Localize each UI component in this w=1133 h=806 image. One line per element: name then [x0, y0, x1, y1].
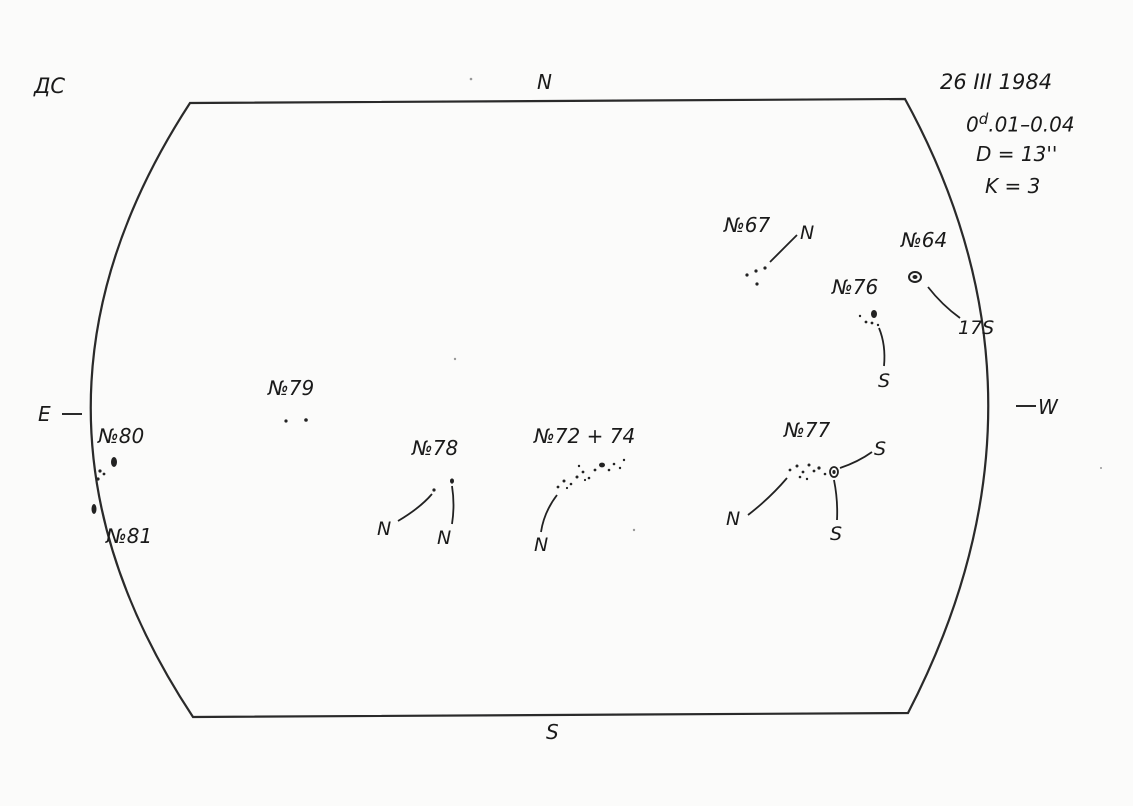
sunspot-group-72-74 [556, 458, 626, 490]
polarity-77-s2: S [830, 523, 843, 545]
observation-time: 0d.01–0.04 [966, 110, 1075, 137]
compass-south: S [546, 720, 559, 744]
polarity-67-n: N [800, 222, 815, 244]
polarity-77-n: N [726, 508, 741, 530]
label-group-79: №79 [268, 376, 315, 400]
leader-77-s1 [839, 451, 873, 469]
label-group-72-74: №72 + 74 [534, 424, 636, 448]
label-group-76: №76 [832, 275, 879, 299]
label-group-81: №81 [106, 524, 153, 548]
observation-date: 26 III 1984 [940, 70, 1053, 94]
polarity-72-n: N [534, 534, 549, 556]
compass-east: E [38, 402, 51, 426]
polarity-64-s: 17S [958, 317, 995, 339]
polarity-76-s: S [878, 370, 891, 392]
disk-diameter: D = 13'' [976, 142, 1058, 166]
sunspot-group-76 [858, 310, 880, 327]
leader-64 [927, 286, 961, 319]
label-group-67: №67 [724, 213, 771, 237]
sunspot-group-67 [745, 266, 767, 286]
time-superscript: d [978, 110, 989, 128]
leader-78-a [397, 493, 433, 522]
polarity-78-n2: N [437, 527, 452, 549]
leader-77-s2 [833, 479, 839, 521]
polarity-77-s1: S [874, 438, 887, 460]
leader-76 [878, 327, 886, 367]
k-value: K = 3 [985, 174, 1041, 198]
label-group-80: №80 [98, 424, 145, 448]
leader-77-n [747, 477, 788, 516]
observer-initials: ДС [34, 74, 66, 98]
compass-north: N [537, 70, 552, 94]
leader-67 [769, 234, 798, 263]
sunspot-group-80 [96, 457, 117, 481]
sunspot-group-64 [908, 271, 922, 283]
label-group-64: №64 [901, 228, 948, 252]
sunspot-group-79 [284, 418, 308, 423]
leader-72-74 [540, 494, 558, 533]
paper-speckles [453, 77, 1102, 532]
polarity-78-n1: N [377, 518, 392, 540]
label-group-78: №78 [412, 436, 459, 460]
disk-boundary [89, 97, 990, 719]
sunspot-group-81 [91, 504, 97, 514]
compass-west: W [1038, 395, 1058, 419]
sunspot-group-78 [432, 478, 454, 492]
time-prefix: 0 [966, 112, 979, 137]
sunspot-group-77 [788, 463, 839, 481]
leader-78-b [451, 485, 455, 525]
label-group-77: №77 [784, 418, 831, 442]
time-rest: .01–0.04 [988, 112, 1075, 137]
